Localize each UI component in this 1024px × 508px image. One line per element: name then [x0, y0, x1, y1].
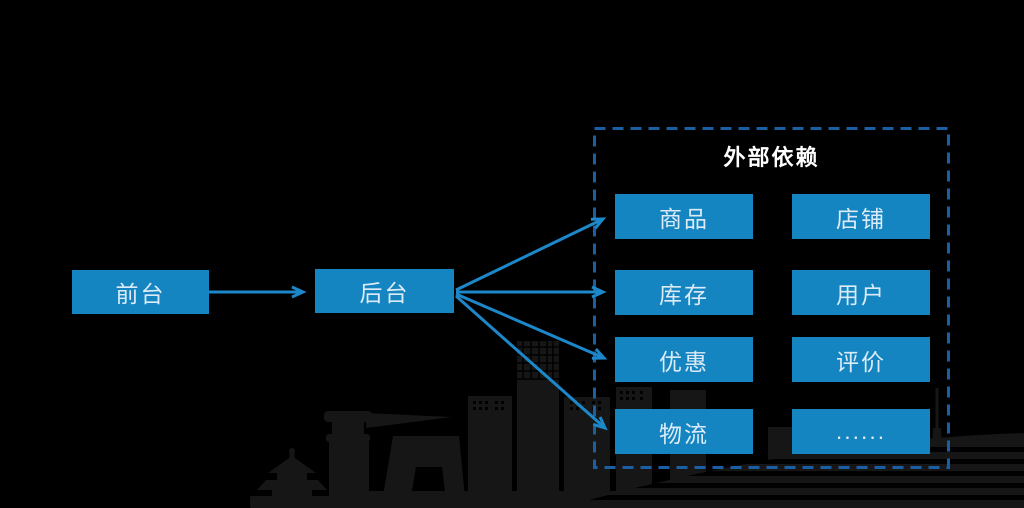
connector-layer: [209, 217, 608, 431]
lattice-tower-pattern: [517, 341, 559, 380]
node-discount: 优惠: [615, 337, 753, 382]
node-shop: 店铺: [792, 194, 930, 239]
external-deps-title: 外部依赖: [723, 145, 820, 170]
arrow-backend-to-discount: [455, 292, 608, 360]
node-more: ......: [792, 409, 930, 454]
node-user: 用户: [792, 270, 930, 315]
node-frontend: 前台: [72, 270, 209, 314]
node-backend: 后台: [315, 269, 454, 313]
arrow-backend-to-goods: [455, 217, 607, 292]
node-inventory: 库存: [615, 270, 753, 315]
node-logistics: 物流: [615, 409, 753, 454]
arrow-backend-to-logistics: [455, 294, 608, 431]
node-review: 评价: [792, 337, 930, 382]
node-goods: 商品: [615, 194, 753, 239]
